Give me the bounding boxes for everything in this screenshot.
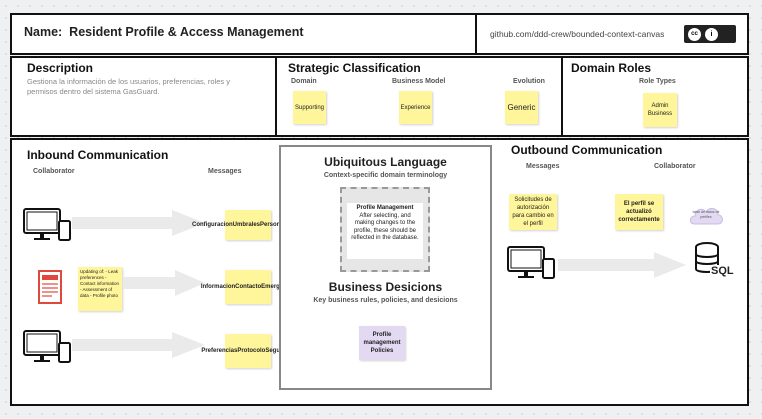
computer-icon <box>23 330 71 363</box>
role-sticky[interactable]: Admin Business <box>643 93 677 127</box>
name-label: Name: <box>24 25 63 39</box>
domain-label: Domain <box>291 78 317 85</box>
domain-sticky[interactable]: Supporting <box>293 91 326 124</box>
strategic-title: Strategic Classification <box>288 61 421 75</box>
business-decisions-title: Business Desicions <box>328 280 443 294</box>
computer-icon <box>507 246 555 279</box>
inbound-arrow-2 <box>123 270 205 296</box>
inbound-arrow-1 <box>72 210 205 236</box>
term-text: After selecting, and making changes to t… <box>351 212 419 242</box>
context-name: Name: Resident Profile & Access Manageme… <box>24 25 304 39</box>
inbound-messages-label: Messages <box>208 168 242 175</box>
row-divider-1 <box>275 57 277 136</box>
github-link[interactable]: github.com/ddd-crew/bounded-context-canv… <box>490 29 665 39</box>
inbound-message-3[interactable]: PreferenciasProtocoloSeguridad <box>201 334 295 368</box>
inbound-message-1[interactable]: ConfiguracionUmbralesPersonalizados <box>192 210 304 240</box>
inbound-message-2[interactable]: InformacionContactoEmergencia <box>201 270 295 304</box>
update-note-sticky[interactable]: Updating of: - Leak preferences - Contac… <box>78 267 122 311</box>
cloud-icon <box>689 207 723 225</box>
evolution-label: Evolution <box>513 78 545 85</box>
evolution-sticky[interactable]: Generic <box>505 91 538 124</box>
term-title: Profile Management <box>356 205 414 211</box>
inbound-arrow-3 <box>72 332 205 358</box>
domain-roles-title: Domain Roles <box>571 61 652 75</box>
by-icon: i <box>705 27 718 41</box>
inbound-collaborator-label: Collaborator <box>33 168 75 175</box>
term-card[interactable]: Profile Management After selecting, and … <box>347 203 423 259</box>
cc-icon: cc <box>688 27 701 41</box>
policy-sticky[interactable]: Profile management Policies <box>359 326 405 360</box>
inbound-title: Inbound Communication <box>27 148 169 162</box>
business-model-label: Business Model <box>392 78 446 85</box>
outbound-collaborator-label: Collaborator <box>654 163 696 170</box>
header-divider <box>475 15 477 53</box>
ubiquitous-title: Ubiquitous Language <box>324 155 447 169</box>
outbound-title: Outbound Communication <box>511 143 663 157</box>
business-model-sticky[interactable]: Experience <box>399 91 432 124</box>
ubiquitous-subtitle: Context-specific domain terminology <box>323 172 448 179</box>
business-decisions-subtitle: Key business rules, policies, and desici… <box>313 297 458 304</box>
classification-row <box>10 56 749 137</box>
description-title: Description <box>27 61 94 75</box>
cc-license-badge[interactable]: cc i <box>684 25 736 43</box>
outbound-collab-note[interactable]: El perfil se actualizó correctamente <box>615 194 663 230</box>
header-panel: Name: Resident Profile & Access Manageme… <box>10 13 749 55</box>
outbound-arrow <box>558 252 686 278</box>
description-text: Gestiona la información de los usuarios,… <box>27 77 231 96</box>
row-divider-2 <box>561 57 563 136</box>
cloud-text: base de datos de perfiles <box>692 210 720 219</box>
outbound-message-sticky[interactable]: Solicitudes de autorización para cambio … <box>509 194 557 230</box>
name-value: Resident Profile & Access Management <box>69 25 304 39</box>
role-types-label: Role Types <box>639 78 676 85</box>
computer-icon <box>23 208 71 241</box>
sql-label: SQL <box>710 265 735 277</box>
outbound-messages-label: Messages <box>526 163 560 170</box>
document-icon <box>38 270 62 304</box>
